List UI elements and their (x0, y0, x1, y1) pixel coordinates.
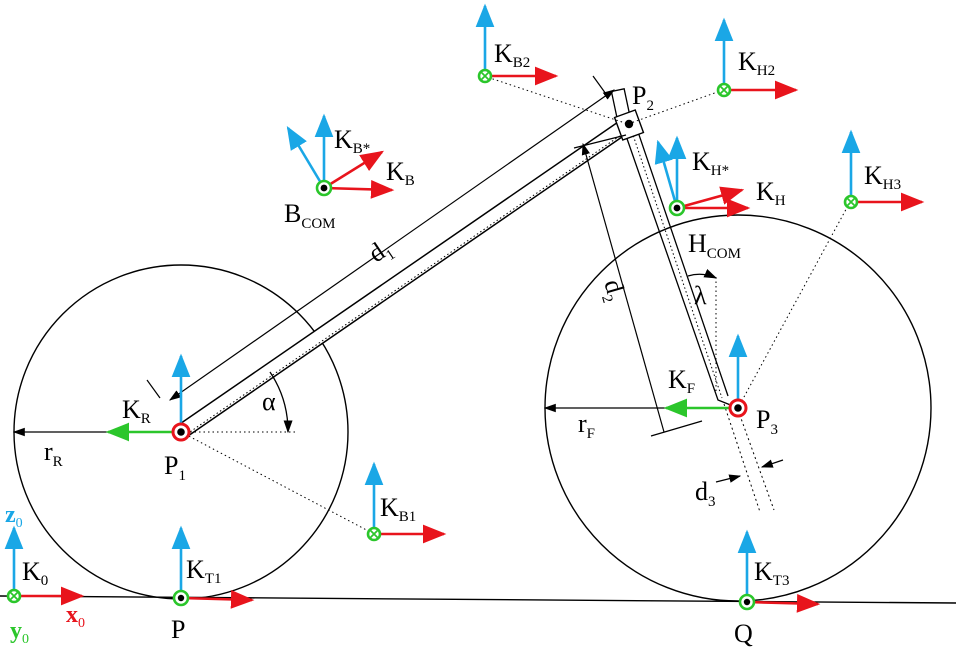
angle-lambda-arc (687, 268, 718, 279)
axis-label-y0: y0 (10, 618, 29, 647)
label-kt1: KT1 (186, 555, 221, 587)
label-p3: P3 (756, 405, 778, 438)
label-rf: rF (578, 409, 595, 442)
label-d3: d3 (695, 477, 716, 510)
dimension-d1 (146, 75, 615, 401)
label-kh3: KH3 (864, 161, 901, 193)
label-bcom: BCOM (284, 199, 336, 232)
frame-kr (105, 353, 191, 442)
axis-label-z0: z0 (5, 502, 23, 531)
label-d2: d2 (594, 276, 631, 305)
label-lambda: λ (694, 281, 707, 310)
label-d1: d1 (363, 233, 398, 272)
label-p2: P2 (632, 81, 654, 114)
label-k0: K0 (22, 557, 48, 589)
label-kh2: KH2 (738, 47, 775, 79)
label-q: Q (734, 619, 753, 648)
label-kf: KF (668, 365, 695, 397)
label-kh: KH (756, 177, 786, 209)
frame-kh3 (841, 129, 925, 212)
label-khstar: KH* (692, 147, 729, 179)
label-p: P (171, 615, 185, 644)
frame-kt1 (171, 525, 255, 609)
dimension-d3 (715, 459, 784, 483)
label-kt3: KT3 (754, 557, 789, 589)
angle-alpha-arc (269, 371, 293, 434)
dotted-reference-lines (180, 75, 851, 535)
front-fork (623, 125, 775, 513)
frame-kb1 (364, 461, 447, 544)
frame-kh2 (714, 17, 799, 100)
label-rr: rR (44, 437, 63, 470)
label-kb1: KB1 (380, 493, 416, 525)
frame-kf (663, 333, 748, 418)
label-kb: KB (386, 157, 415, 189)
frame-kt3 (737, 529, 821, 613)
label-kbstar: KB* (334, 125, 370, 157)
label-kr: KR (122, 395, 151, 427)
frame-kb2 (475, 3, 559, 86)
frame-kh (654, 135, 751, 218)
frame-kb (286, 113, 395, 199)
frame-k0 (4, 525, 85, 606)
dimension-d2 (573, 134, 703, 437)
axis-label-x0: x0 (66, 602, 85, 631)
label-hcom: HCOM (688, 229, 741, 262)
ground-line (0, 595, 956, 604)
label-alpha: α (262, 387, 276, 416)
label-kb2: KB2 (494, 39, 530, 71)
label-p1: P1 (164, 451, 186, 484)
